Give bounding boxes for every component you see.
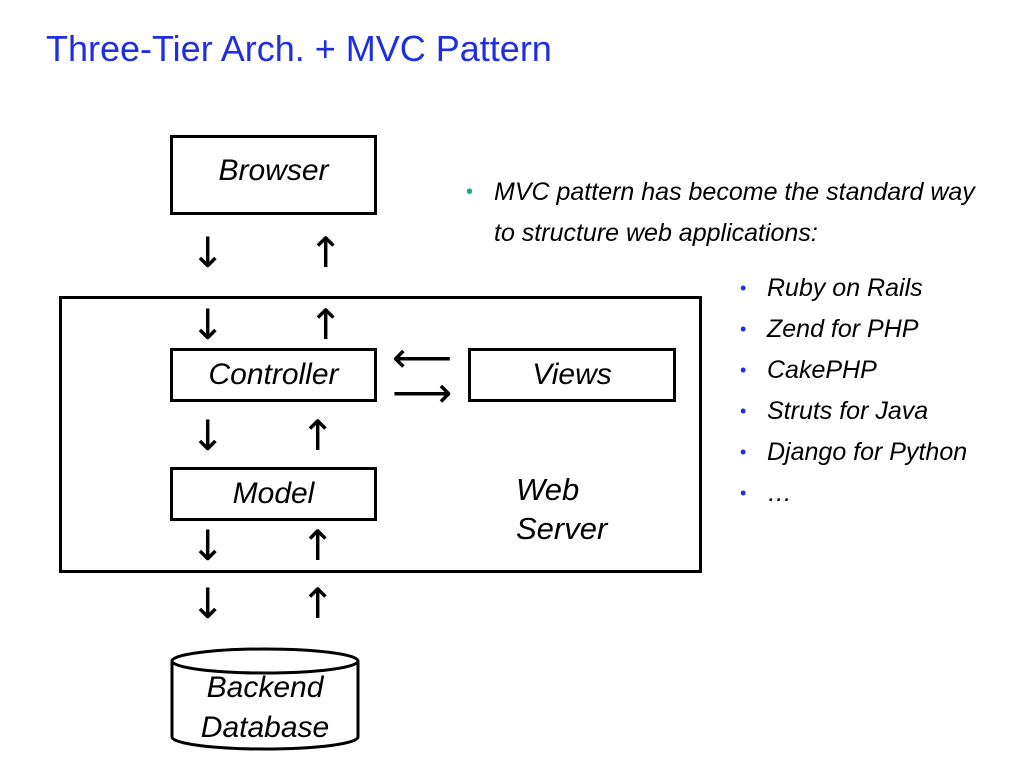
- list-item-label: Struts for Java: [767, 397, 929, 425]
- list-item: • Ruby on Rails: [740, 268, 967, 309]
- model-box: Model: [170, 467, 377, 521]
- bullet-dot: •: [740, 483, 747, 503]
- bullet-dot: •: [740, 319, 747, 339]
- views-box: Views: [468, 348, 676, 402]
- list-item-label: Ruby on Rails: [767, 274, 923, 302]
- arrow-down-icon: ↓: [190, 228, 226, 277]
- arrow-left-icon: ⟵: [392, 333, 453, 382]
- web-server-label-line2: Server: [516, 511, 608, 546]
- bullet-dot: •: [466, 181, 474, 203]
- database-label-line1: Backend: [206, 671, 324, 704]
- main-bullet-text: MVC pattern has become the standard way …: [494, 178, 975, 247]
- database-label-line2: Database: [200, 711, 330, 744]
- arrow-up-icon: ↑: [300, 411, 336, 460]
- arrow-right-icon: ⟶: [392, 368, 453, 417]
- list-item: • CakePHP: [740, 350, 967, 391]
- list-item-label: Django for Python: [767, 438, 968, 466]
- bullet-dot: •: [740, 360, 747, 380]
- main-bullet: • MVC pattern has become the standard wa…: [466, 172, 1006, 254]
- slide-title: Three-Tier Arch. + MVC Pattern: [46, 28, 552, 69]
- list-item: •…: [740, 473, 967, 514]
- list-item-label: …: [767, 479, 792, 507]
- database-cylinder-icon: [170, 647, 360, 751]
- web-server-label-line1: Web: [516, 472, 580, 507]
- arrow-up-icon: ↑: [300, 521, 336, 570]
- list-item: • Zend for PHP: [740, 309, 967, 350]
- arrow-down-icon: ↓: [190, 300, 226, 349]
- framework-list: • Ruby on Rails • Zend for PHP • CakePHP • S…: [740, 268, 967, 514]
- list-item: • Django for Python: [740, 432, 967, 473]
- list-item: • Struts for Java: [740, 391, 967, 432]
- web-server-label: Web Server: [516, 470, 607, 548]
- arrow-up-icon: ↑: [308, 300, 344, 349]
- controller-box: Controller: [170, 348, 377, 402]
- arrow-down-icon: ↓: [190, 521, 226, 570]
- list-item-label: Zend for PHP: [767, 315, 919, 343]
- web-server-box: [59, 296, 702, 573]
- arrow-up-icon: ↑: [308, 228, 344, 277]
- list-item-label: CakePHP: [767, 356, 877, 384]
- bullet-dot: •: [740, 401, 747, 421]
- arrow-down-icon: ↓: [190, 411, 226, 460]
- database-label: Backend Database: [170, 668, 360, 748]
- bullet-dot: •: [740, 278, 747, 298]
- arrow-up-icon: ↑: [300, 579, 336, 628]
- browser-box: Browser: [170, 135, 377, 215]
- arrow-down-icon: ↓: [190, 579, 226, 628]
- bullet-dot: •: [740, 442, 747, 462]
